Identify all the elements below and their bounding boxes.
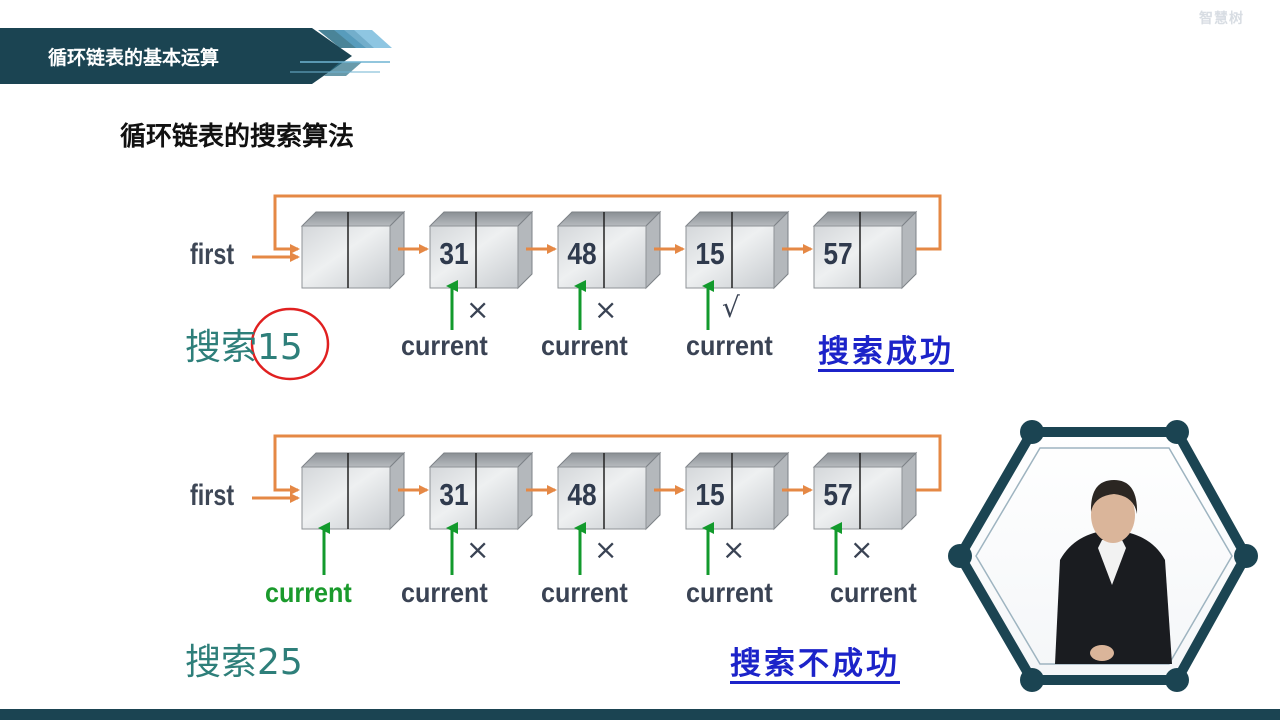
presenter-video-icon (1055, 480, 1172, 664)
node-value: 15 (695, 236, 725, 271)
node-top-face (556, 211, 662, 227)
footer-band (0, 709, 1280, 720)
node-top-face (428, 211, 534, 227)
list-node-box (301, 225, 391, 289)
list-node-box (557, 225, 647, 289)
node-top-face (812, 452, 918, 468)
header-title: 循环链表的基本运算 (48, 47, 220, 69)
current-pointer-label: current (686, 577, 773, 608)
mismatch-mark: × (466, 293, 490, 326)
node-value: 15 (695, 477, 725, 512)
search-label-text: 搜索 (185, 642, 258, 683)
node-top-face (812, 211, 918, 227)
slide-title: 循环链表的搜索算法 (120, 122, 355, 152)
mismatch-mark: × (722, 533, 746, 566)
current-pointer-label: current (686, 330, 773, 361)
node-value: 48 (567, 236, 597, 271)
node-value: 57 (823, 236, 853, 271)
search-label: 搜索25 (185, 633, 303, 685)
match-mark: √ (722, 291, 740, 324)
list-node-box (813, 225, 903, 289)
node-side-face (901, 451, 917, 531)
search-label: 搜索15 (185, 318, 303, 370)
list-node-box (301, 466, 391, 530)
linked-list-diagrams (250, 194, 942, 575)
list-node-box (557, 466, 647, 530)
node-top-face (428, 452, 534, 468)
search-value: 25 (257, 642, 303, 683)
current-start-label: current (265, 577, 352, 608)
circular-link-arrow (273, 194, 942, 254)
list-node-box (685, 225, 775, 289)
first-label: first (190, 238, 235, 271)
presenter-frame (948, 420, 1258, 692)
first-label: first (190, 479, 235, 512)
list-node-box (813, 466, 903, 530)
search-result: 搜索成功 (818, 334, 954, 370)
list-node-box (685, 466, 775, 530)
current-pointer-label: current (401, 330, 488, 361)
node-value: 31 (439, 236, 469, 271)
node-value: 31 (439, 477, 469, 512)
current-pointer-label: current (830, 577, 917, 608)
node-top-face (300, 211, 406, 227)
mismatch-mark: × (594, 533, 618, 566)
mismatch-mark: × (466, 533, 490, 566)
node-value: 48 (567, 477, 597, 512)
search-label-text: 搜索 (185, 327, 258, 368)
node-top-face (556, 452, 662, 468)
node-top-face (684, 452, 790, 468)
mismatch-mark: × (850, 533, 874, 566)
node-top-face (684, 211, 790, 227)
search-value: 15 (257, 327, 303, 368)
search-result: 搜索不成功 (730, 646, 900, 682)
highlight-circle (250, 307, 330, 381)
list-node-box (429, 225, 519, 289)
current-pointer-label: current (401, 577, 488, 608)
logo: 智慧树 (1199, 11, 1244, 27)
node-side-face (901, 210, 917, 290)
current-pointer-label: current (541, 577, 628, 608)
list-node-box (429, 466, 519, 530)
circular-link-arrow (273, 434, 942, 495)
header-band (0, 28, 1280, 84)
node-top-face (300, 452, 406, 468)
current-pointer-label: current (541, 330, 628, 361)
node-value: 57 (823, 477, 853, 512)
mismatch-mark: × (594, 293, 618, 326)
